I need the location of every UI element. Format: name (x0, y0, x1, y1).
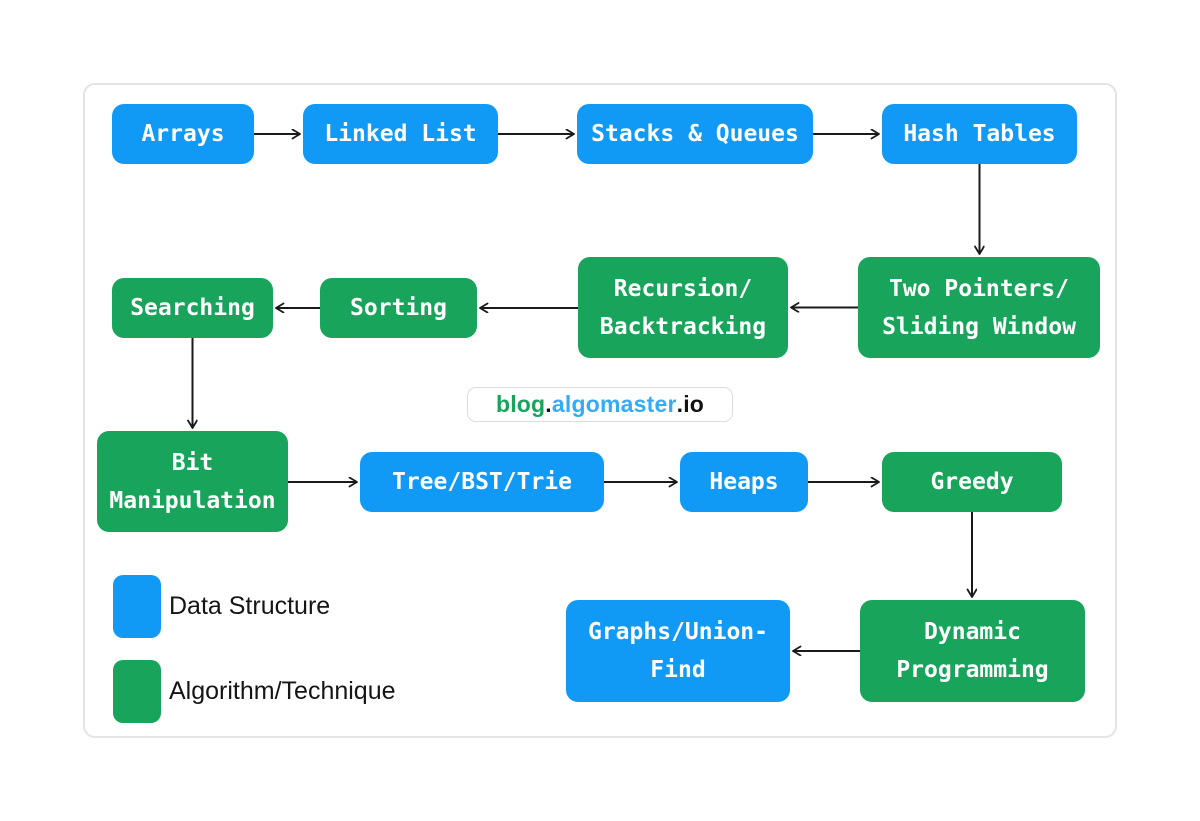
legend-label: Data Structure (169, 592, 331, 620)
node-sorting: Sorting (320, 278, 477, 338)
node-label: Sliding Window (882, 313, 1076, 340)
node-label: Graphs/Union- (587, 619, 768, 645)
node-label: Recursion/ (613, 275, 753, 302)
node-label: Greedy (930, 469, 1014, 495)
node-two-pointers: Two Pointers/Sliding Window (858, 257, 1100, 358)
node-label: Tree/BST/Trie (391, 469, 572, 495)
node-label: Heaps (709, 469, 779, 495)
legend-swatch-blue (113, 575, 161, 638)
node-graphs-union-find: Graphs/Union- Find (566, 600, 790, 702)
site-badge: blog.algomaster.io (467, 387, 733, 422)
legend-swatch-green (113, 660, 161, 723)
badge-text-blog: blog (495, 391, 546, 417)
node-label: Hash Tables (903, 121, 1056, 147)
node-greedy: Greedy (882, 452, 1062, 512)
node-label: Arrays (141, 121, 225, 147)
node-label: Backtracking (599, 313, 767, 340)
node-linked-list: Linked List (303, 104, 498, 164)
node-label: Programming (896, 657, 1049, 683)
node-label: Searching (130, 295, 255, 321)
node-label: Bit (171, 449, 214, 476)
node-arrays: Arrays (112, 104, 254, 164)
badge-text-dot-1: . (545, 391, 552, 417)
node-heaps: Heaps (680, 452, 808, 512)
node-label: Two Pointers/ (888, 275, 1069, 302)
badge-text-io: io (683, 391, 705, 417)
node-searching: Searching (112, 278, 273, 338)
node-tree-bst-trie: Tree/BST/Trie (360, 452, 604, 512)
node-recursion: Recursion/Backtracking (578, 257, 788, 358)
node-label: Find (650, 657, 706, 683)
node-stacks-queues: Stacks & Queues (577, 104, 813, 164)
node-label: Sorting (350, 295, 447, 321)
legend-item-data-structure: Data Structure (113, 575, 330, 638)
node-label: Manipulation (109, 487, 276, 514)
legend-item-algorithm-technique: Algorithm/Technique (113, 660, 396, 723)
node-label: Stacks & Queues (591, 121, 799, 147)
node-hash-tables: Hash Tables (882, 104, 1077, 164)
badge-text-algomaster: algomaster (551, 391, 677, 417)
node-label: Dynamic (924, 619, 1021, 645)
badge-text-dot-3: . (676, 391, 684, 417)
node-label: Linked List (324, 121, 477, 147)
legend-label: Algorithm/Technique (169, 677, 396, 705)
